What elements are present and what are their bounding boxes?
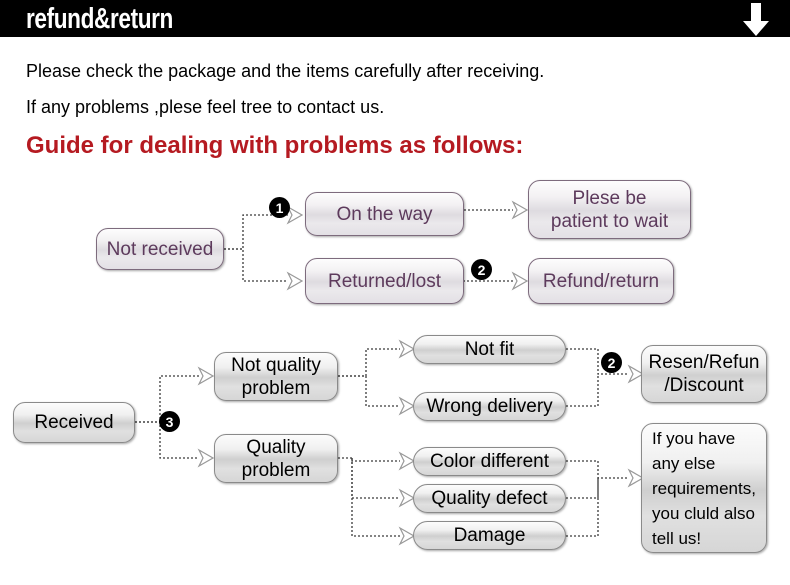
badge-3: 3 xyxy=(159,411,180,432)
flow-box-not-quality-problem[interactable]: Not quality problem xyxy=(214,352,338,401)
flow-box-refund-return[interactable]: Refund/return xyxy=(528,258,674,304)
flow-box-received[interactable]: Received xyxy=(13,402,135,443)
flow-box-quality-defect[interactable]: Quality defect xyxy=(413,484,566,513)
page-header: refund&return xyxy=(0,0,790,37)
flow-box-on-the-way[interactable]: On the way xyxy=(305,192,464,236)
flow-box-quality-problem[interactable]: Quality problem xyxy=(214,434,338,483)
flow-box-returned-lost[interactable]: Returned/lost xyxy=(305,258,464,304)
badge-2: 2 xyxy=(471,259,492,280)
flow-box-color-different[interactable]: Color different xyxy=(413,447,566,476)
badge-2-lower: 2 xyxy=(601,352,622,373)
badge-1: 1 xyxy=(269,197,290,218)
flow-box-damage[interactable]: Damage xyxy=(413,521,566,550)
flow-box-any-else-requirements[interactable]: If you have any else requirements, you c… xyxy=(641,423,767,553)
flow-box-not-fit[interactable]: Not fit xyxy=(413,335,566,364)
guide-heading: Guide for dealing with problems as follo… xyxy=(26,132,524,159)
flow-box-not-received[interactable]: Not received xyxy=(96,228,224,270)
intro-line-2: If any problems ,plese feel tree to cont… xyxy=(26,97,385,117)
arrow-down-icon xyxy=(743,3,769,36)
flow-box-resend-refund-discount[interactable]: Resen/Refun /Discount xyxy=(641,345,767,403)
flow-box-wrong-delivery[interactable]: Wrong delivery xyxy=(413,392,566,421)
page-title: refund&return xyxy=(26,3,173,35)
intro-line-1: Please check the package and the items c… xyxy=(26,61,545,81)
flow-box-plese-be-patient[interactable]: Plese be patient to wait xyxy=(528,180,691,239)
